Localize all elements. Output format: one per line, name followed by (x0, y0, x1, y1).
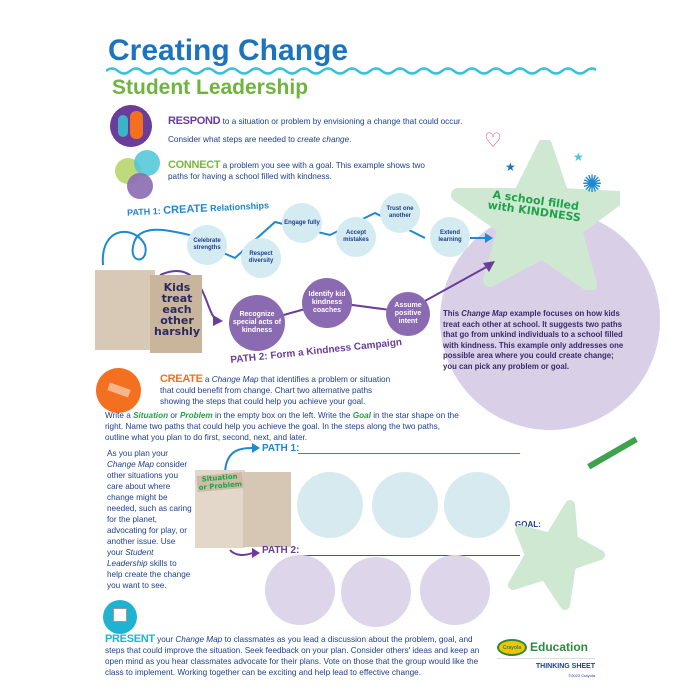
instr-3: in the star shape on the right. Name two… (105, 411, 459, 442)
wave-divider (106, 67, 596, 75)
respond-keyword: RESPOND (168, 115, 221, 127)
connect-circle-teal (134, 150, 160, 176)
present-keyword: PRESENT (105, 633, 155, 645)
path2-name-line[interactable] (298, 555, 520, 556)
path2-step-blank[interactable] (341, 557, 411, 627)
path1-label: PATH 1: (262, 443, 300, 454)
path2-step: Identify kid kindness coaches (302, 278, 352, 328)
respond-text: to a situation or problem by envisioning… (168, 117, 463, 144)
respond-people-icon (110, 105, 152, 147)
present-easel-icon (103, 600, 137, 634)
respond-italic: create change (297, 135, 350, 144)
side-note: As you plan your Change Map consider oth… (107, 448, 193, 591)
path2-step: Assume positive intent (386, 292, 430, 336)
side-d: Student Leadership (107, 548, 154, 568)
path1-step: Accept mistakes (336, 217, 376, 257)
problem-box-front (95, 270, 155, 350)
page-subtitle: Student Leadership (112, 76, 309, 99)
side-a: As you plan your (107, 449, 168, 458)
create-italic: Change Map (211, 375, 259, 384)
path1-strong: CREATE (162, 202, 208, 217)
present-italic: Change Map (175, 635, 223, 644)
side-b: Change Map (107, 460, 154, 469)
present-text: to classmates as you lead a discussion a… (105, 635, 480, 677)
create-crayon-icon (96, 368, 141, 413)
note-rest: example focuses on how kids treat each o… (443, 309, 624, 371)
present-section: PRESENT your Change Map to classmates as… (105, 634, 485, 678)
instr-goal: Goal (352, 411, 371, 420)
instructions: Write a Situation or Problem in the empt… (105, 410, 465, 443)
worksheet-arrows (224, 443, 260, 558)
respond-end: . (349, 135, 352, 144)
connect-section: CONNECT a problem you see with a goal. T… (168, 160, 438, 182)
situation-box (243, 472, 291, 547)
star-icon: ★ (505, 160, 516, 174)
side-e: skills to help create the change you wan… (107, 559, 191, 590)
path1-rest: Relationships (207, 200, 270, 214)
flower-icon: ✺ (582, 171, 603, 198)
problem-box (150, 275, 202, 353)
path1-name-line[interactable] (298, 453, 520, 454)
crayola-logo: Crayola (497, 639, 527, 656)
path1-step-blank[interactable] (444, 472, 510, 538)
path1-step: Extend learning (430, 217, 470, 257)
path1-step: Engage fully (282, 203, 322, 243)
note-pre: This (443, 309, 462, 318)
connect-circle-purple (127, 173, 153, 199)
path1-step: Celebrate strengths (187, 225, 227, 265)
thinking-sheet-label: THINKING SHEET (535, 663, 595, 670)
instr-1: Write a (105, 411, 134, 420)
path1-step: Trust one another (380, 193, 420, 233)
star-icon: ★ (573, 150, 584, 164)
create-pre: a (202, 375, 212, 384)
instr-or: or (168, 411, 180, 420)
instr-situation: Situation (133, 411, 169, 420)
example-problem: Kids treat each other harshly (154, 281, 200, 338)
brand-education: Education (530, 640, 589, 654)
side-c: consider other situations you care about… (107, 460, 192, 557)
path2-step-blank[interactable] (265, 555, 335, 625)
create-text: that identifies a problem or situation t… (160, 375, 391, 406)
note-italic: Change Map (461, 309, 508, 318)
example-note: This Change Map example focuses on how k… (443, 309, 629, 372)
path2-step-blank[interactable] (420, 555, 490, 625)
path1-step: Respect diversity (241, 238, 281, 278)
goal-star-blank[interactable] (505, 500, 605, 615)
path2-label: PATH 2: (262, 545, 300, 556)
copyright: ©2023 Crayola (568, 673, 595, 678)
present-pre: your (154, 635, 176, 644)
create-section: CREATE a Change Map that identifies a pr… (160, 374, 400, 407)
create-keyword: CREATE (160, 373, 203, 385)
instr-2: in the empty box on the left. Write the (212, 411, 353, 420)
path1-step-blank[interactable] (372, 472, 438, 538)
connect-keyword: CONNECT (168, 159, 221, 171)
footer-divider (497, 658, 595, 659)
respond-section: RESPOND to a situation or problem by env… (168, 111, 468, 147)
path1-step-blank[interactable] (297, 472, 363, 538)
goal-label: GOAL: (515, 520, 541, 529)
path2-step: Recognize special acts of kindness (229, 295, 285, 351)
instr-problem: Problem (179, 411, 213, 420)
pencil-icon (587, 436, 638, 470)
page-title: Creating Change (108, 34, 349, 67)
connect-text: a problem you see with a goal. This exam… (168, 161, 425, 181)
goal-star (451, 140, 620, 290)
path1-prefix: PATH 1: (126, 205, 164, 218)
heart-icon: ♡ (484, 130, 502, 152)
